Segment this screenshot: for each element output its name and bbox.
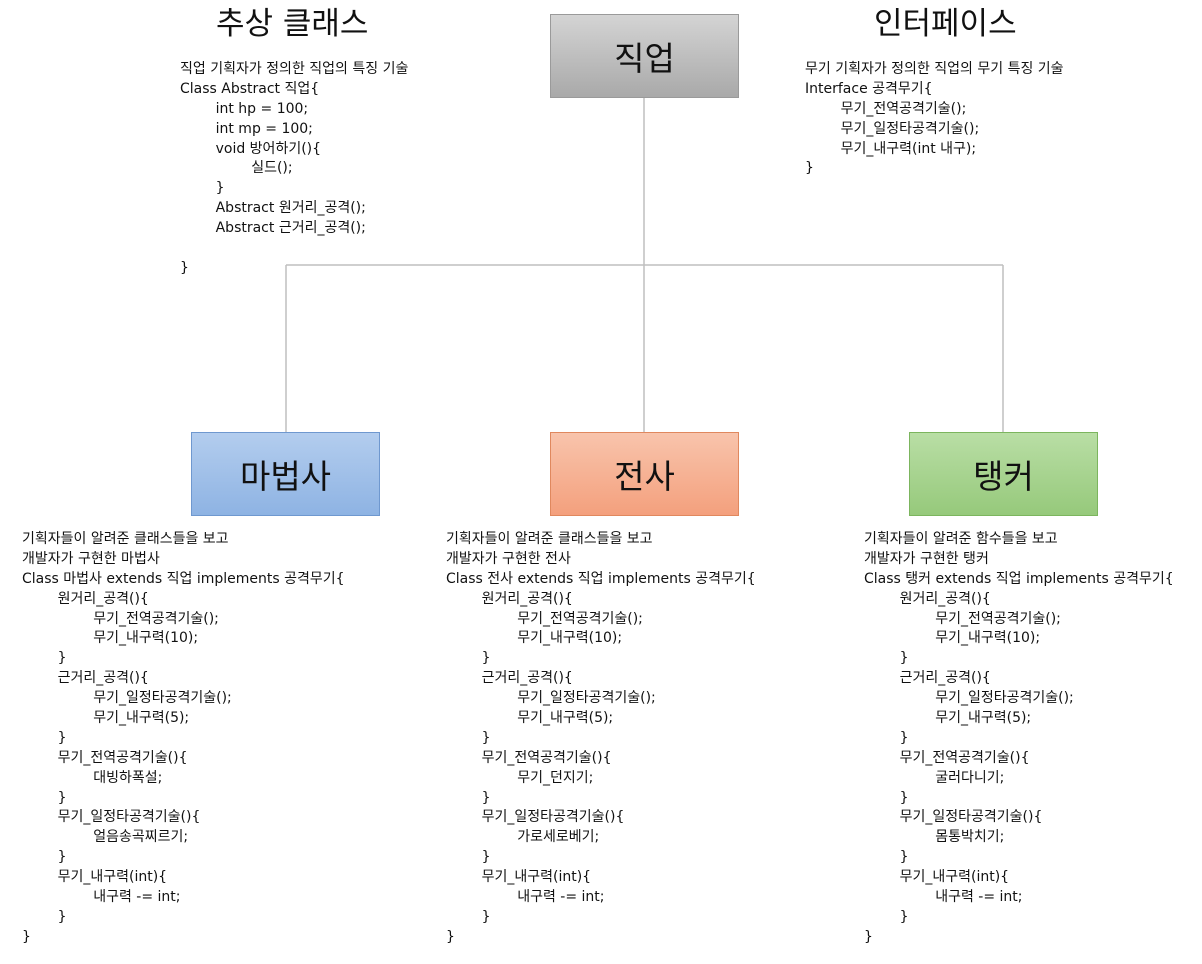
code-line: Class 전사 extends 직업 implements 공격무기{	[446, 570, 756, 587]
code-line: 무기_일정타공격기술();	[446, 690, 656, 707]
code-line: int mp = 100;	[180, 120, 313, 137]
code-line: }	[864, 928, 873, 945]
code-line: 원거리_공격(){	[864, 590, 991, 607]
code-line: }	[446, 650, 491, 667]
code-line: }	[864, 789, 909, 806]
code-line: }	[446, 849, 491, 866]
code-line: 무기_일정타공격기술();	[22, 690, 232, 707]
code-line: 무기_내구력(int){	[864, 869, 1010, 886]
code-line: 내구력 -= int;	[22, 889, 181, 906]
node-mage: 마법사	[191, 432, 380, 516]
code-line: 무기_전역공격기술(){	[446, 749, 612, 766]
code-line: 가로세로베기;	[446, 829, 600, 846]
code-line: }	[180, 259, 189, 276]
code-line: }	[446, 928, 455, 945]
node-tanker: 탱커	[909, 432, 1098, 516]
node-tanker-label: 탱커	[973, 457, 1034, 496]
code-line: 실드();	[180, 160, 293, 177]
code-line: 무기_전역공격기술();	[864, 610, 1061, 627]
code-line: 무기_내구력(5);	[22, 710, 190, 727]
code-line: Class 탱커 extends 직업 implements 공격무기{	[864, 570, 1174, 587]
code-line: }	[864, 908, 909, 925]
interface-heading: 인터페이스	[874, 6, 1017, 42]
code-line: 무기_내구력(5);	[446, 710, 614, 727]
code-line: 원거리_공격(){	[22, 590, 149, 607]
code-line: }	[22, 729, 67, 746]
code-line: 얼음송곡찌르기;	[22, 829, 189, 846]
code-line: 무기_내구력(10);	[446, 630, 623, 647]
code-line: }	[22, 849, 67, 866]
code-line: 무기_전역공격기술();	[22, 610, 219, 627]
code-line: 내구력 -= int;	[864, 889, 1023, 906]
node-job: 직업	[550, 14, 739, 98]
code-line: }	[22, 928, 31, 945]
code-line: Class 마법사 extends 직업 implements 공격무기{	[22, 570, 345, 587]
code-line: }	[446, 729, 491, 746]
code-line: }	[22, 908, 67, 925]
code-line: 무기 기획자가 정의한 직업의 무기 특징 기술	[805, 61, 1064, 77]
code-line: 무기_일정타공격기술(){	[446, 809, 625, 826]
node-job-label: 직업	[614, 39, 675, 78]
code-line: 무기_던지기;	[446, 769, 594, 786]
code-line: 무기_일정타공격기술(){	[22, 809, 201, 826]
abstract-class-heading: 추상 클래스	[216, 6, 369, 42]
code-line: 기획자들이 알려준 클래스들을 보고	[22, 531, 229, 547]
code-line: 무기_전역공격기술(){	[22, 749, 188, 766]
code-line: 무기_내구력(5);	[864, 710, 1032, 727]
code-line: Abstract 근거리_공격();	[180, 220, 366, 237]
code-line: 무기_일정타공격기술(){	[864, 809, 1043, 826]
node-warrior-label: 전사	[614, 457, 675, 496]
code-line: }	[864, 729, 909, 746]
code-line: }	[22, 650, 67, 667]
code-line: Interface 공격무기{	[805, 80, 933, 97]
code-line: void 방어하기(){	[180, 140, 322, 157]
node-mage-label: 마법사	[239, 457, 332, 496]
code-line: 무기_일정타공격기술();	[864, 690, 1074, 707]
code-line: }	[446, 908, 491, 925]
code-line: 굴러다니기;	[864, 769, 1005, 786]
code-line: 몸통박치기;	[864, 829, 1005, 846]
code-line: }	[180, 180, 225, 197]
code-line: 직업 기획자가 정의한 직업의 특징 기술	[180, 61, 409, 77]
code-line: }	[446, 789, 491, 806]
code-line: 무기_내구력(10);	[22, 630, 199, 647]
node-warrior: 전사	[550, 432, 739, 516]
code-line: 대빙하폭설;	[22, 769, 163, 786]
code-line: 무기_전역공격기술(){	[864, 749, 1030, 766]
code-line: 무기_내구력(int 내구);	[805, 140, 977, 157]
code-line: }	[22, 789, 67, 806]
code-line: 개발자가 구현한 마법사	[22, 550, 160, 567]
code-line: 무기_내구력(int){	[446, 869, 592, 886]
code-line: int hp = 100;	[180, 100, 309, 117]
code-line: 무기_내구력(10);	[864, 630, 1041, 647]
code-line: }	[864, 650, 909, 667]
code-line: 기획자들이 알려준 클래스들을 보고	[446, 531, 653, 547]
code-line: }	[864, 849, 909, 866]
code-line: 근거리_공격(){	[864, 670, 991, 687]
code-line: 기획자들이 알려준 함수들을 보고	[864, 531, 1058, 547]
code-line: 내구력 -= int;	[446, 889, 605, 906]
code-line: 무기_일정타공격기술();	[805, 120, 980, 137]
code-line: 무기_전역공격기술();	[446, 610, 643, 627]
code-line: 근거리_공격(){	[446, 670, 573, 687]
code-line: 무기_전역공격기술();	[805, 100, 967, 117]
code-line: }	[805, 160, 814, 177]
code-line: Abstract 원거리_공격();	[180, 200, 366, 217]
code-line: 개발자가 구현한 전사	[446, 550, 571, 567]
code-line	[180, 239, 408, 259]
code-line: 근거리_공격(){	[22, 670, 149, 687]
code-line: 무기_내구력(int){	[22, 869, 168, 886]
code-line: 개발자가 구현한 탱커	[864, 550, 989, 567]
code-line: Class Abstract 직업{	[180, 80, 320, 97]
code-line: 원거리_공격(){	[446, 590, 573, 607]
